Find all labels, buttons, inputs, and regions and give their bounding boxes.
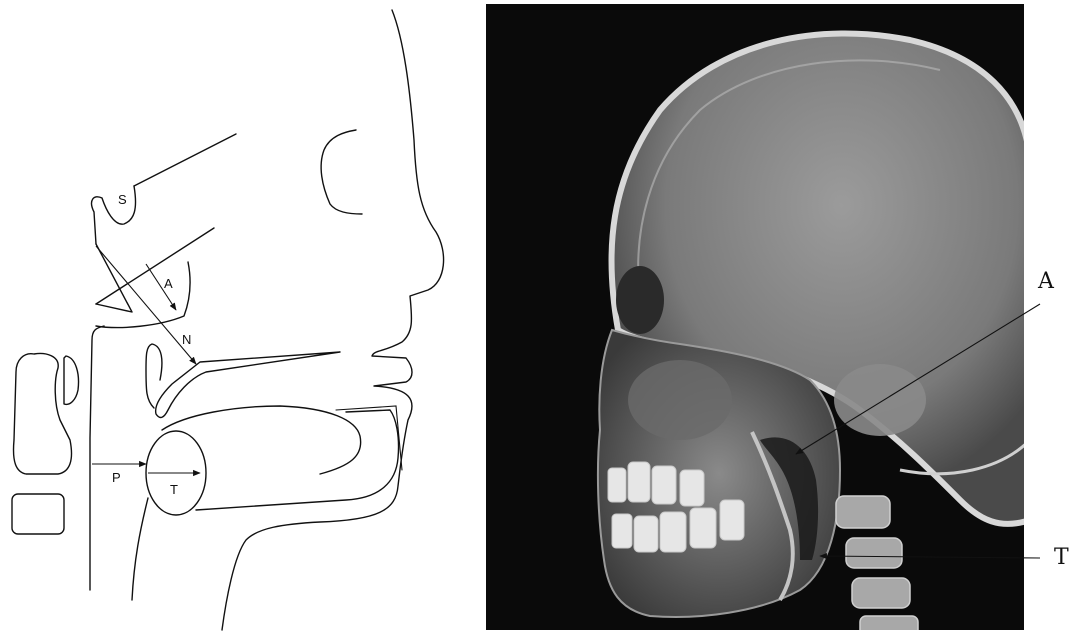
- tongue-outline: [162, 406, 361, 474]
- orbit-outline: [321, 130, 362, 214]
- mandible-inner: [336, 406, 402, 470]
- nasopharynx-measure-line: [96, 246, 196, 364]
- maxillary-sinus: [628, 360, 732, 440]
- label-t-right: T: [1054, 545, 1069, 570]
- label-t-left: T: [170, 482, 178, 497]
- cephalometric-xray: [486, 4, 1030, 632]
- palatal-line: [96, 228, 214, 304]
- sella-outline: [92, 186, 136, 244]
- auricle-outline: [64, 356, 79, 404]
- orbit-shadow: [616, 266, 664, 334]
- airway-line-drawing: S A N P T: [12, 10, 444, 630]
- cranial-base-line: [134, 134, 236, 186]
- label-a-right: A: [1037, 269, 1055, 294]
- label-p: P: [112, 470, 121, 485]
- ear-outline: [14, 354, 72, 474]
- vertebra-box: [12, 494, 64, 534]
- oropharynx-curve: [132, 498, 148, 600]
- label-n: N: [182, 332, 191, 347]
- maxilla-line: [96, 244, 132, 312]
- label-s: S: [118, 192, 127, 207]
- pharyngeal-wall-line: [90, 326, 104, 590]
- label-a-left: A: [164, 276, 173, 291]
- mastoid-region: [834, 364, 926, 436]
- facial-profile-outline: [222, 10, 444, 630]
- mandible-outline: [196, 410, 399, 510]
